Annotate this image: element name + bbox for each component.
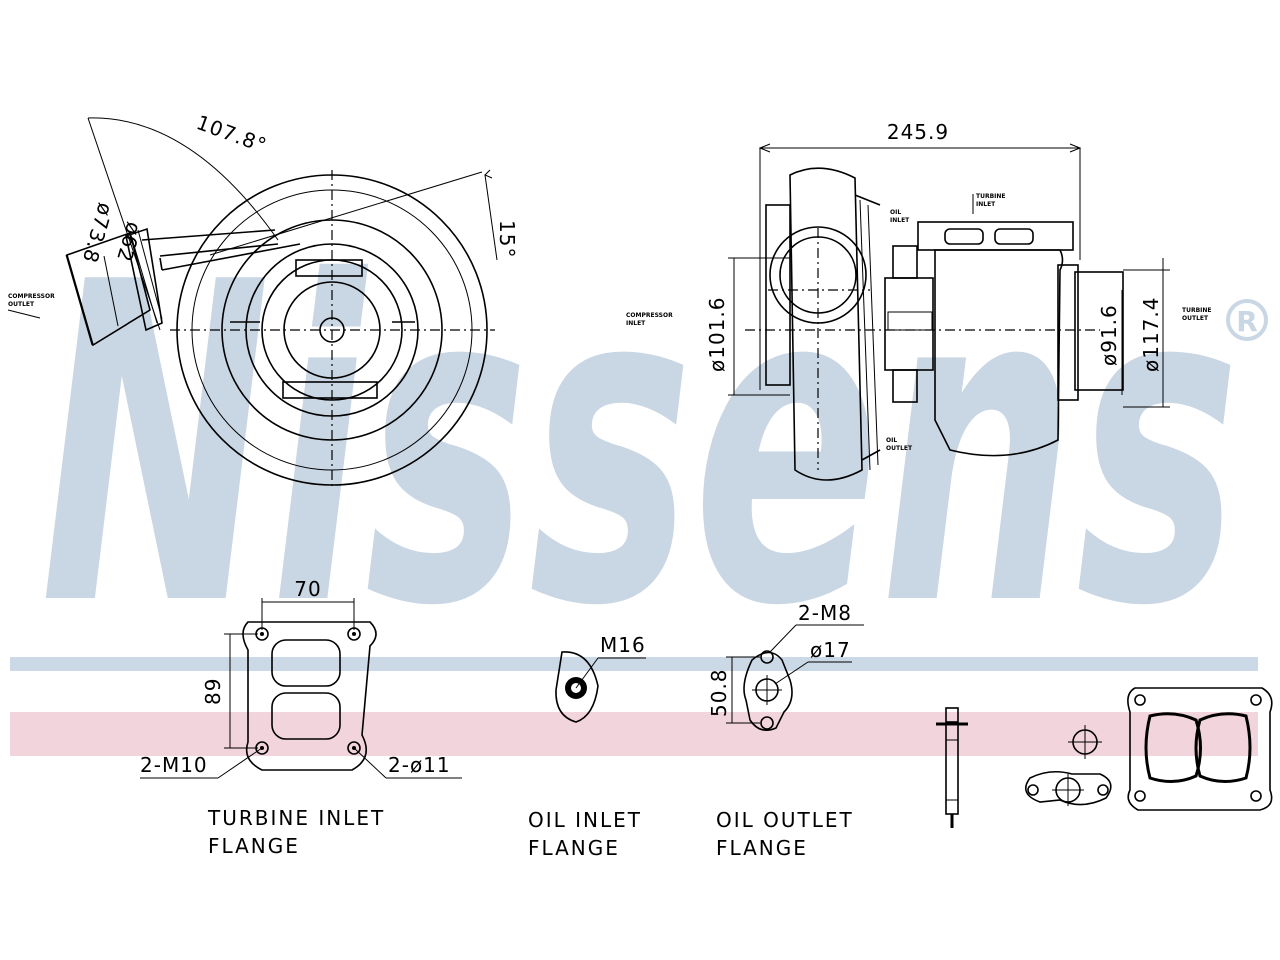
accessory-parts [936, 687, 1273, 828]
oil-inlet-flange-detail: M16 OIL INLET FLANGE [528, 633, 646, 860]
stud-bolt [936, 707, 968, 828]
compressor-outlet-flange [125, 227, 163, 332]
brand-watermark: Nissens [40, 190, 1240, 702]
banjo-washer [1068, 725, 1102, 759]
tilt-label: 15° [495, 220, 519, 258]
oof-spacing: 50.8 [707, 668, 731, 717]
compressor-outlet-duct [66, 231, 151, 347]
turbine-inlet-label-2: INLET [976, 201, 996, 208]
oil-outlet-flange-detail: 50.8 2-M8 ø17 OIL OUTLET FLANGE [707, 601, 864, 860]
angle-arc [87, 117, 279, 241]
tif-caption-2: FLANGE [208, 834, 300, 858]
tif-caption-1: TURBINE INLET [207, 806, 385, 830]
tif-hole: 2-ø11 [388, 753, 451, 777]
turbine-outlet-ring [1057, 264, 1079, 401]
turbine-outlet-label-1: TURBINE [1182, 307, 1212, 314]
compressor-housing [789, 167, 863, 481]
pink-band [10, 712, 1258, 756]
oof-bore-dia: ø17 [810, 638, 851, 662]
oil-outlet-label-1: OIL [886, 437, 897, 444]
overall-length: 245.9 [887, 120, 949, 144]
bottom-boss [282, 381, 378, 399]
turbine-outlet-dia-outer: ø117.4 [1139, 297, 1163, 373]
turbine-outlet-label-2: OUTLET [1182, 315, 1209, 322]
oil-outlet-port [892, 369, 918, 403]
oil-inlet-label-1: OIL [890, 209, 901, 216]
side-view: 245.9 ø101.6 ø91.6 [626, 120, 1212, 481]
tif-port-top [271, 639, 341, 687]
tif-width: 70 [294, 577, 321, 601]
tif-thread: 2-M10 [140, 753, 208, 777]
oil-inlet-label-2: INLET [890, 217, 910, 224]
oif-thread: M16 [600, 633, 646, 657]
oil-outlet-gasket [1024, 770, 1112, 806]
watermark-layer: Nissens R [10, 190, 1268, 756]
oil-inlet-port [892, 245, 918, 279]
compressor-outlet-label-2: OUTLET [8, 301, 35, 308]
registered-circle [1226, 299, 1268, 341]
tif-outline [242, 621, 377, 771]
oif-caption-2: FLANGE [528, 836, 620, 860]
registered-mark: R [1236, 305, 1258, 338]
top-boss [295, 259, 363, 277]
compressor-inlet-label-2: INLET [626, 320, 646, 327]
oof-caption-2: FLANGE [716, 836, 808, 860]
oil-outlet-label-2: OUTLET [886, 445, 913, 452]
angle-label: 107.8° [193, 110, 270, 158]
turbine-outlet-flange [1074, 271, 1124, 391]
tif-port-bottom [271, 692, 341, 740]
blue-band [10, 657, 1258, 671]
oof-outline [743, 651, 793, 731]
oif-caption-1: OIL INLET [528, 808, 642, 832]
turbine-flange-gasket [1127, 687, 1273, 811]
compressor-inlet-label-1: COMPRESSOR [626, 312, 673, 319]
tif-height: 89 [201, 678, 225, 705]
turbine-outlet-dia-inner: ø91.6 [1097, 304, 1121, 366]
turbine-housing [934, 249, 1064, 457]
turbine-inlet-flange-detail: 70 89 2-M10 2-ø11 TURBINE INLET FLANGE [140, 577, 462, 858]
oof-caption-1: OIL OUTLET [716, 808, 854, 832]
compressor-inlet-dia: ø101.6 [705, 297, 729, 373]
turbine-inlet-label-1: TURBINE [976, 193, 1006, 200]
oof-thread: 2-M8 [798, 601, 852, 625]
oif-outline [555, 651, 599, 723]
compressor-outlet-label-1: COMPRESSOR [8, 293, 55, 300]
